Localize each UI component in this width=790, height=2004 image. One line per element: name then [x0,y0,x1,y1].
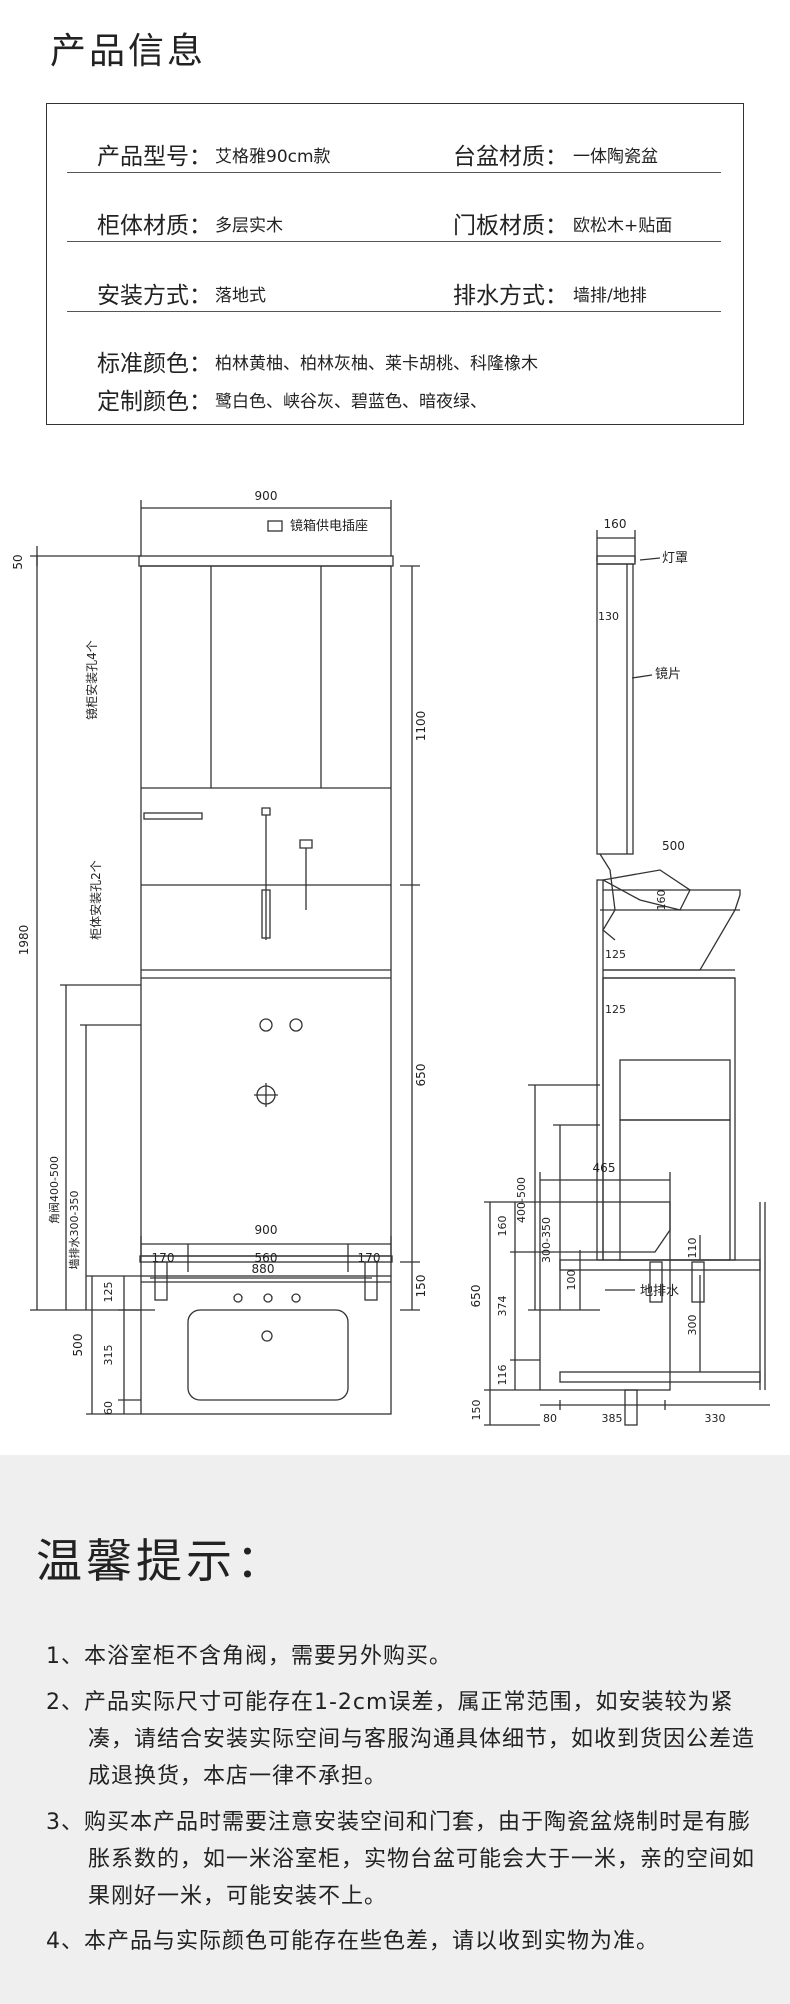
spec-value-door: 欧松木+贴面 [573,216,673,236]
dim-h650: 650 [414,1064,428,1087]
side-lamp-label: 灯罩 [662,551,688,566]
plan-w560: 560 [255,1251,278,1265]
dim-width-bottom: 880 [252,1262,275,1276]
valve [289,1018,303,1032]
spec-label-std-colors: 标准颜色： [97,351,212,377]
spec-label-drain: 排水方式： [453,283,568,309]
plan-width: 900 [255,1223,278,1237]
side-h400-500: 400-500 [515,1177,528,1223]
side-drawer [619,1059,731,1121]
socket-label: 镜箱供电插座 [290,518,368,534]
side-depth-160: 160 [604,517,627,531]
dim-width-top: 900 [255,489,278,503]
lamp-cover [138,555,394,567]
section-h160: 160 [496,1216,509,1237]
side-floor-drain: 地排水 [640,1284,679,1299]
spec-label-cabinet: 柜体材质： [97,213,212,239]
tip-item-1: 1、本浴室柜不含角阀，需要另外购买。 [46,1644,452,1669]
spec-label-install: 安装方式： [97,283,212,309]
spec-label-basin: 台盆材质： [453,144,568,170]
divider [67,311,721,312]
section-w330: 330 [705,1412,726,1425]
plan-d60: 60 [102,1401,115,1415]
tips-title: 温馨提示： [36,1534,286,1588]
section-h110: 110 [686,1238,699,1259]
section-title: 产品信息 [50,31,207,72]
side-d130: 130 [598,610,619,623]
tip-item-3: 3、购买本产品时需要注意安装空间和门套，由于陶瓷盆烧制时是有膨胀系数的，如一米浴… [46,1810,756,1909]
section-depth: 465 [593,1161,616,1175]
tip-item-4: 4、本产品与实际颜色可能存在些色差，请以收到实物为准。 [46,1929,659,1954]
section-w385: 385 [602,1412,623,1425]
plan-d125: 125 [102,1282,115,1303]
leg [364,1261,378,1301]
note-wall-drain: 墙排水300-350 [67,1191,81,1270]
plan-d315: 315 [102,1345,115,1366]
faucet [261,807,271,940]
plan-basin [187,1309,349,1401]
leg [154,1261,168,1301]
plan-outline [140,1275,392,1415]
dim-h50: 50 [11,554,25,569]
side-basin-depth: 500 [662,839,685,853]
side-d125a: 125 [605,948,626,961]
plan-depth: 500 [71,1334,85,1357]
section-h650: 650 [469,1285,483,1308]
divider [67,172,721,173]
product-info-box: 产品型号： 艾格雅90cm款 台盆材质： 一体陶瓷盆 柜体材质： 多层实木 门板… [46,103,744,425]
side-lamp [596,555,636,565]
side-faucet [599,853,616,941]
dim-h1980: 1980 [17,925,31,956]
section-outline [539,1201,671,1391]
shelf [143,812,203,820]
tip-item-2: 2、产品实际尺寸可能存在1-2cm误差，属正常范围，如安装较为紧凑，请结合安装实… [46,1690,756,1789]
spec-value-model: 艾格雅90cm款 [215,147,331,167]
section-w80: 80 [543,1412,557,1425]
plan-w170a: 170 [152,1251,175,1265]
spec-value-custom-colors: 鹭白色、峡谷灰、碧蓝色、暗夜绿、 [215,392,487,412]
note-cabinet-holes: 柜体安装孔2个 [88,860,103,940]
side-h100: 100 [565,1270,578,1291]
valve [259,1018,273,1032]
dim-h150: 150 [414,1275,428,1298]
spec-value-std-colors: 柏林黄柚、柏林灰柚、莱卡胡桃、科隆橡木 [215,354,538,374]
divider [67,241,721,242]
spec-label-custom-colors: 定制颜色： [97,389,212,415]
section-h150: 150 [470,1400,483,1421]
plan-w170b: 170 [358,1251,381,1265]
section-h300: 300 [686,1315,699,1336]
tips-section: 温馨提示： 1、本浴室柜不含角阀，需要另外购买。 2、产品实际尺寸可能存在1-2… [0,1455,790,2004]
spec-label-model: 产品型号： [97,144,212,170]
spec-value-install: 落地式 [215,286,266,306]
side-mirror-cabinet [596,563,634,855]
side-mirror-label: 镜片 [655,667,681,682]
side-d160: 160 [655,890,668,911]
dim-h1100: 1100 [414,711,428,742]
side-d125b: 125 [605,1003,626,1016]
plan-drain [261,1330,273,1342]
section-h374: 374 [496,1296,509,1317]
spec-label-door: 门板材质： [453,213,568,239]
spec-value-basin: 一体陶瓷盆 [573,147,658,167]
note-mirror-holes: 镜柜安装孔4个 [84,640,99,720]
section-h116: 116 [496,1365,509,1386]
section-drawer-bottom [559,1371,761,1383]
lower-drawing: 900 170 560 170 500 125 315 60 465 650 1… [71,1161,770,1426]
spec-value-drain: 墙排/地排 [573,286,647,306]
note-valve: 角阀400-500 [47,1156,61,1224]
section-drawer-top [559,1259,761,1271]
spec-value-cabinet: 多层实木 [215,216,283,236]
